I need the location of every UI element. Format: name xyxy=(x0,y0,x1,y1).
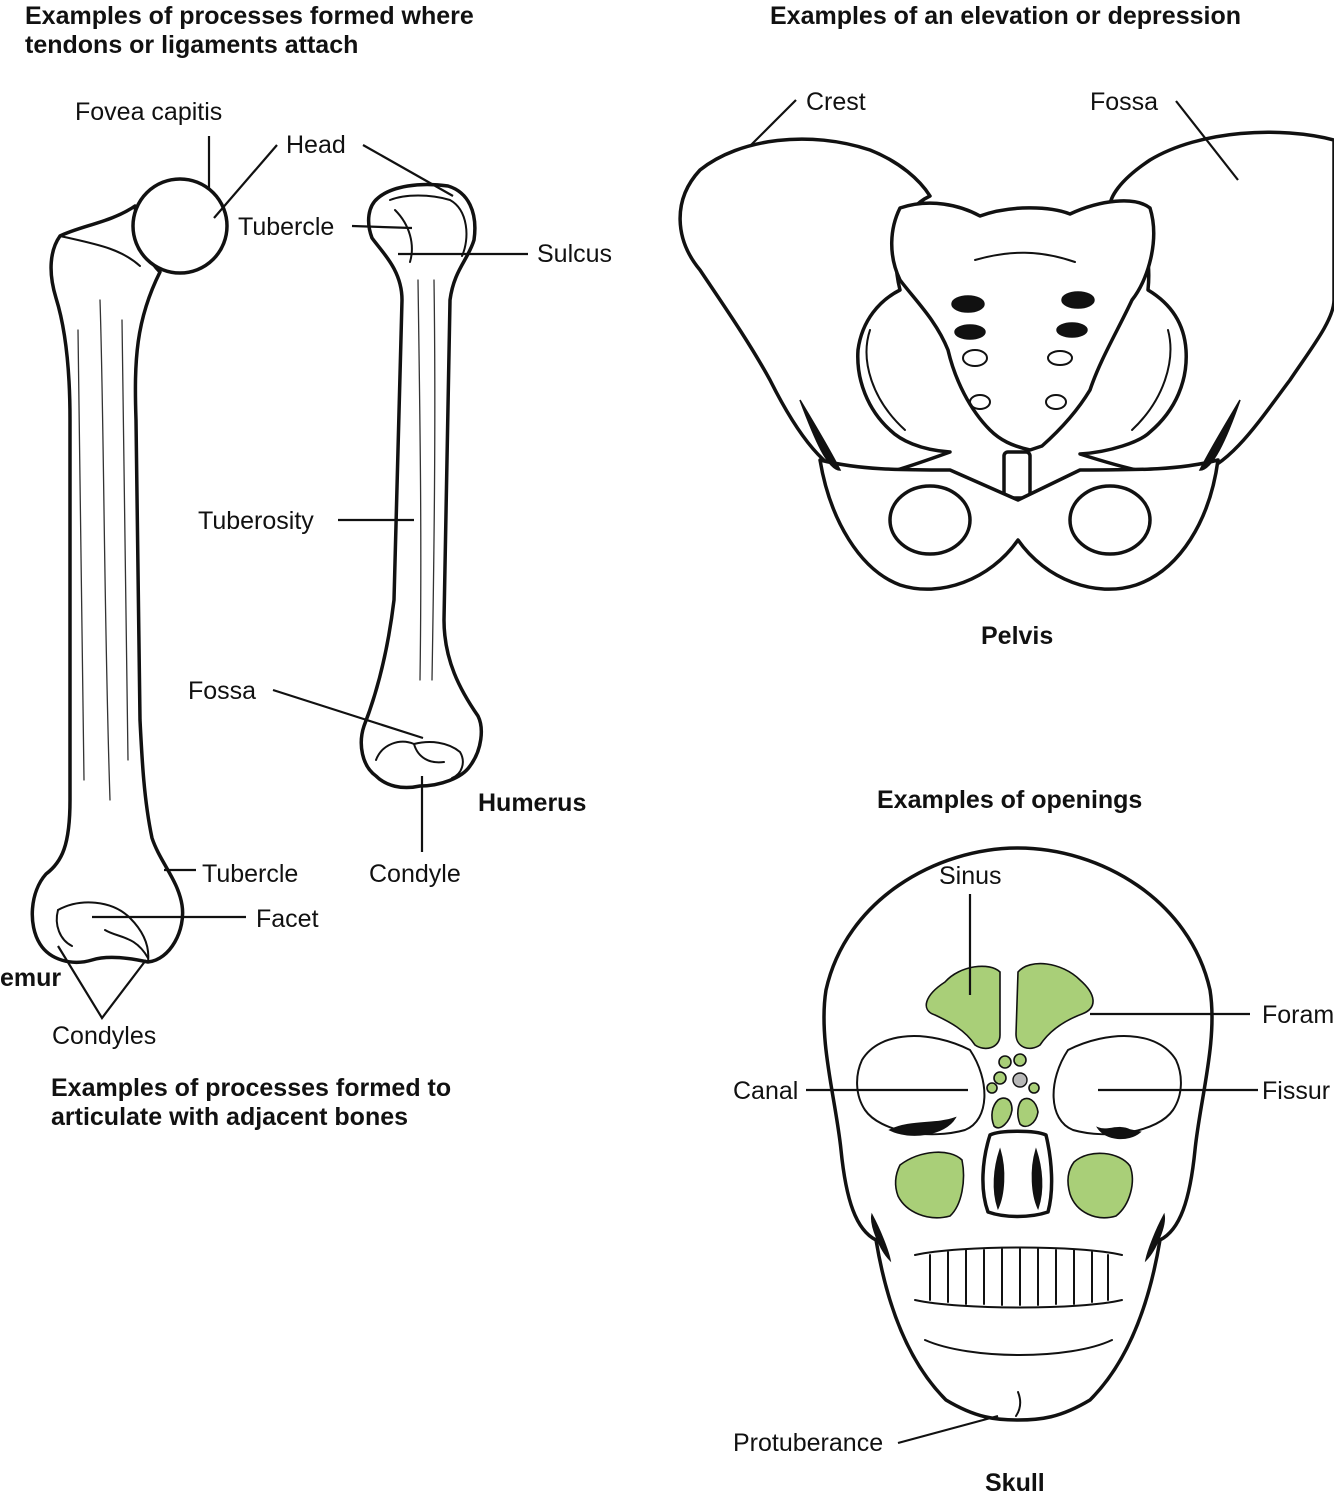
title-elevation: Examples of an elevation or depression xyxy=(770,2,1241,30)
label-canal: Canal xyxy=(733,1077,798,1105)
femur-drawing xyxy=(30,177,229,965)
label-tubercle-lower: Tubercle xyxy=(202,860,298,888)
label-fissure: Fissur xyxy=(1262,1077,1330,1105)
pelvis-drawing xyxy=(678,130,1334,591)
title-articulate-line2: articulate with adjacent bones xyxy=(51,1103,408,1131)
label-fossa-humerus: Fossa xyxy=(188,677,256,705)
leader-fossa-humerus xyxy=(272,688,424,740)
title-articulate-line1: Examples of processes formed to xyxy=(51,1074,451,1102)
leader-protuberance xyxy=(897,1414,999,1445)
leader-head-humerus xyxy=(362,144,454,197)
label-crest: Crest xyxy=(806,88,866,116)
label-pelvis: Pelvis xyxy=(981,622,1053,650)
leader-tubercle-upper xyxy=(351,224,413,230)
title-tendons-line2: tendons or ligaments attach xyxy=(25,31,358,59)
label-fossa-pelvis: Fossa xyxy=(1090,88,1158,116)
label-tubercle-upper: Tubercle xyxy=(238,213,334,241)
leader-crest xyxy=(749,99,797,147)
label-sulcus: Sulcus xyxy=(537,240,612,268)
label-skull: Skull xyxy=(985,1469,1045,1497)
title-tendons-line1: Examples of processes formed where xyxy=(25,2,474,30)
label-tuberosity: Tuberosity xyxy=(198,507,314,535)
leader-condyles xyxy=(57,945,147,1020)
label-head: Head xyxy=(286,131,346,159)
label-facet: Facet xyxy=(256,905,319,933)
label-foramen: Foram xyxy=(1262,1001,1334,1029)
leader-fossa-pelvis xyxy=(1175,100,1239,181)
label-femur: emur xyxy=(0,964,61,992)
label-humerus: Humerus xyxy=(478,789,586,817)
skull-drawing xyxy=(822,846,1214,1422)
leader-head-femur xyxy=(213,144,278,219)
leader-lines xyxy=(57,99,1258,1445)
label-fovea-capitis: Fovea capitis xyxy=(75,98,222,126)
labels: Fovea capitis Head Tubercle Sulcus Tuber… xyxy=(0,88,1334,1497)
label-condyles: Condyles xyxy=(52,1022,156,1050)
label-condyle: Condyle xyxy=(369,860,461,888)
humerus-drawing xyxy=(359,182,484,790)
title-openings: Examples of openings xyxy=(877,786,1142,814)
label-protuberance: Protuberance xyxy=(733,1429,883,1457)
label-sinus: Sinus xyxy=(939,862,1002,890)
